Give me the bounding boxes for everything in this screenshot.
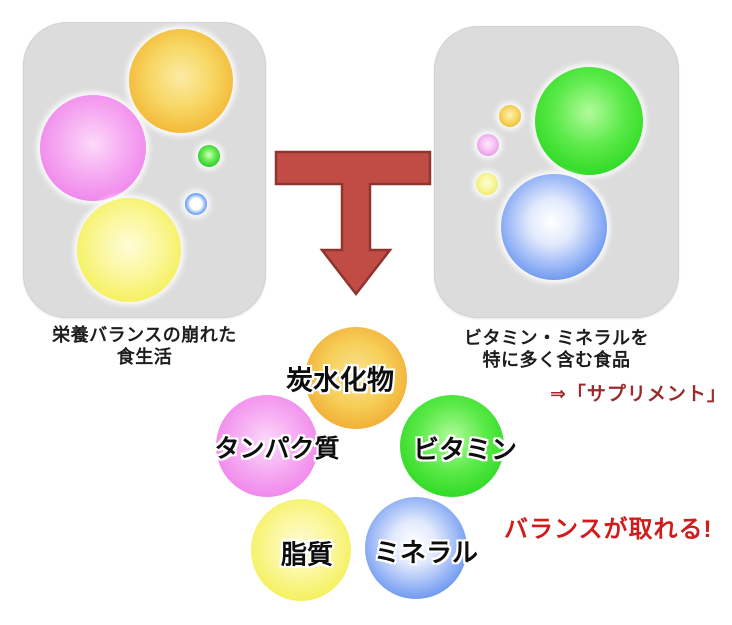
nutrient-ball-carbohydrate xyxy=(305,327,407,429)
nutrient-label-lipid: 脂質 xyxy=(280,539,334,570)
right-ball-small-yellow xyxy=(476,173,498,195)
merge-down-arrow-icon xyxy=(274,150,432,297)
result-text: バランスが取れる! xyxy=(504,516,713,543)
left-ball-pink xyxy=(40,95,146,201)
supplement-note: ⇒「サプリメント」 xyxy=(550,384,727,405)
left-ball-small-green xyxy=(198,145,220,167)
left-ball-orange xyxy=(129,29,233,133)
left-caption-line1: 栄養バランスの崩れた xyxy=(52,325,237,345)
nutrient-label-protein: タンパク質 xyxy=(214,435,340,463)
right-ball-blue xyxy=(501,174,607,280)
nutrient-ball-mineral xyxy=(365,497,467,599)
right-ball-small-pink xyxy=(477,134,499,156)
right-caption-line1: ビタミン・ミネラルを xyxy=(464,328,649,348)
nutrient-ball-vitamin xyxy=(400,395,504,497)
right-ball-green xyxy=(535,67,643,175)
left-ball-yellow xyxy=(77,198,181,302)
nutrient-ball-protein xyxy=(216,395,318,497)
nutrient-label-vitamin: ビタミン xyxy=(412,434,518,465)
nutrient-ball-lipid xyxy=(251,499,351,601)
left-caption-line2: 食生活 xyxy=(116,347,173,367)
right-caption-line2: 特に多く含む食品 xyxy=(482,350,631,370)
left-panel-caption: 栄養バランスの崩れた 食生活 xyxy=(23,324,266,368)
left-ball-small-blue xyxy=(185,193,207,215)
nutrient-label-mineral: ミネラル xyxy=(373,537,479,568)
right-panel-caption: ビタミン・ミネラルを 特に多く含む食品 xyxy=(434,327,679,371)
right-ball-small-orange xyxy=(499,105,521,127)
nutrient-label-carbohydrate: 炭水化物 xyxy=(286,365,394,396)
